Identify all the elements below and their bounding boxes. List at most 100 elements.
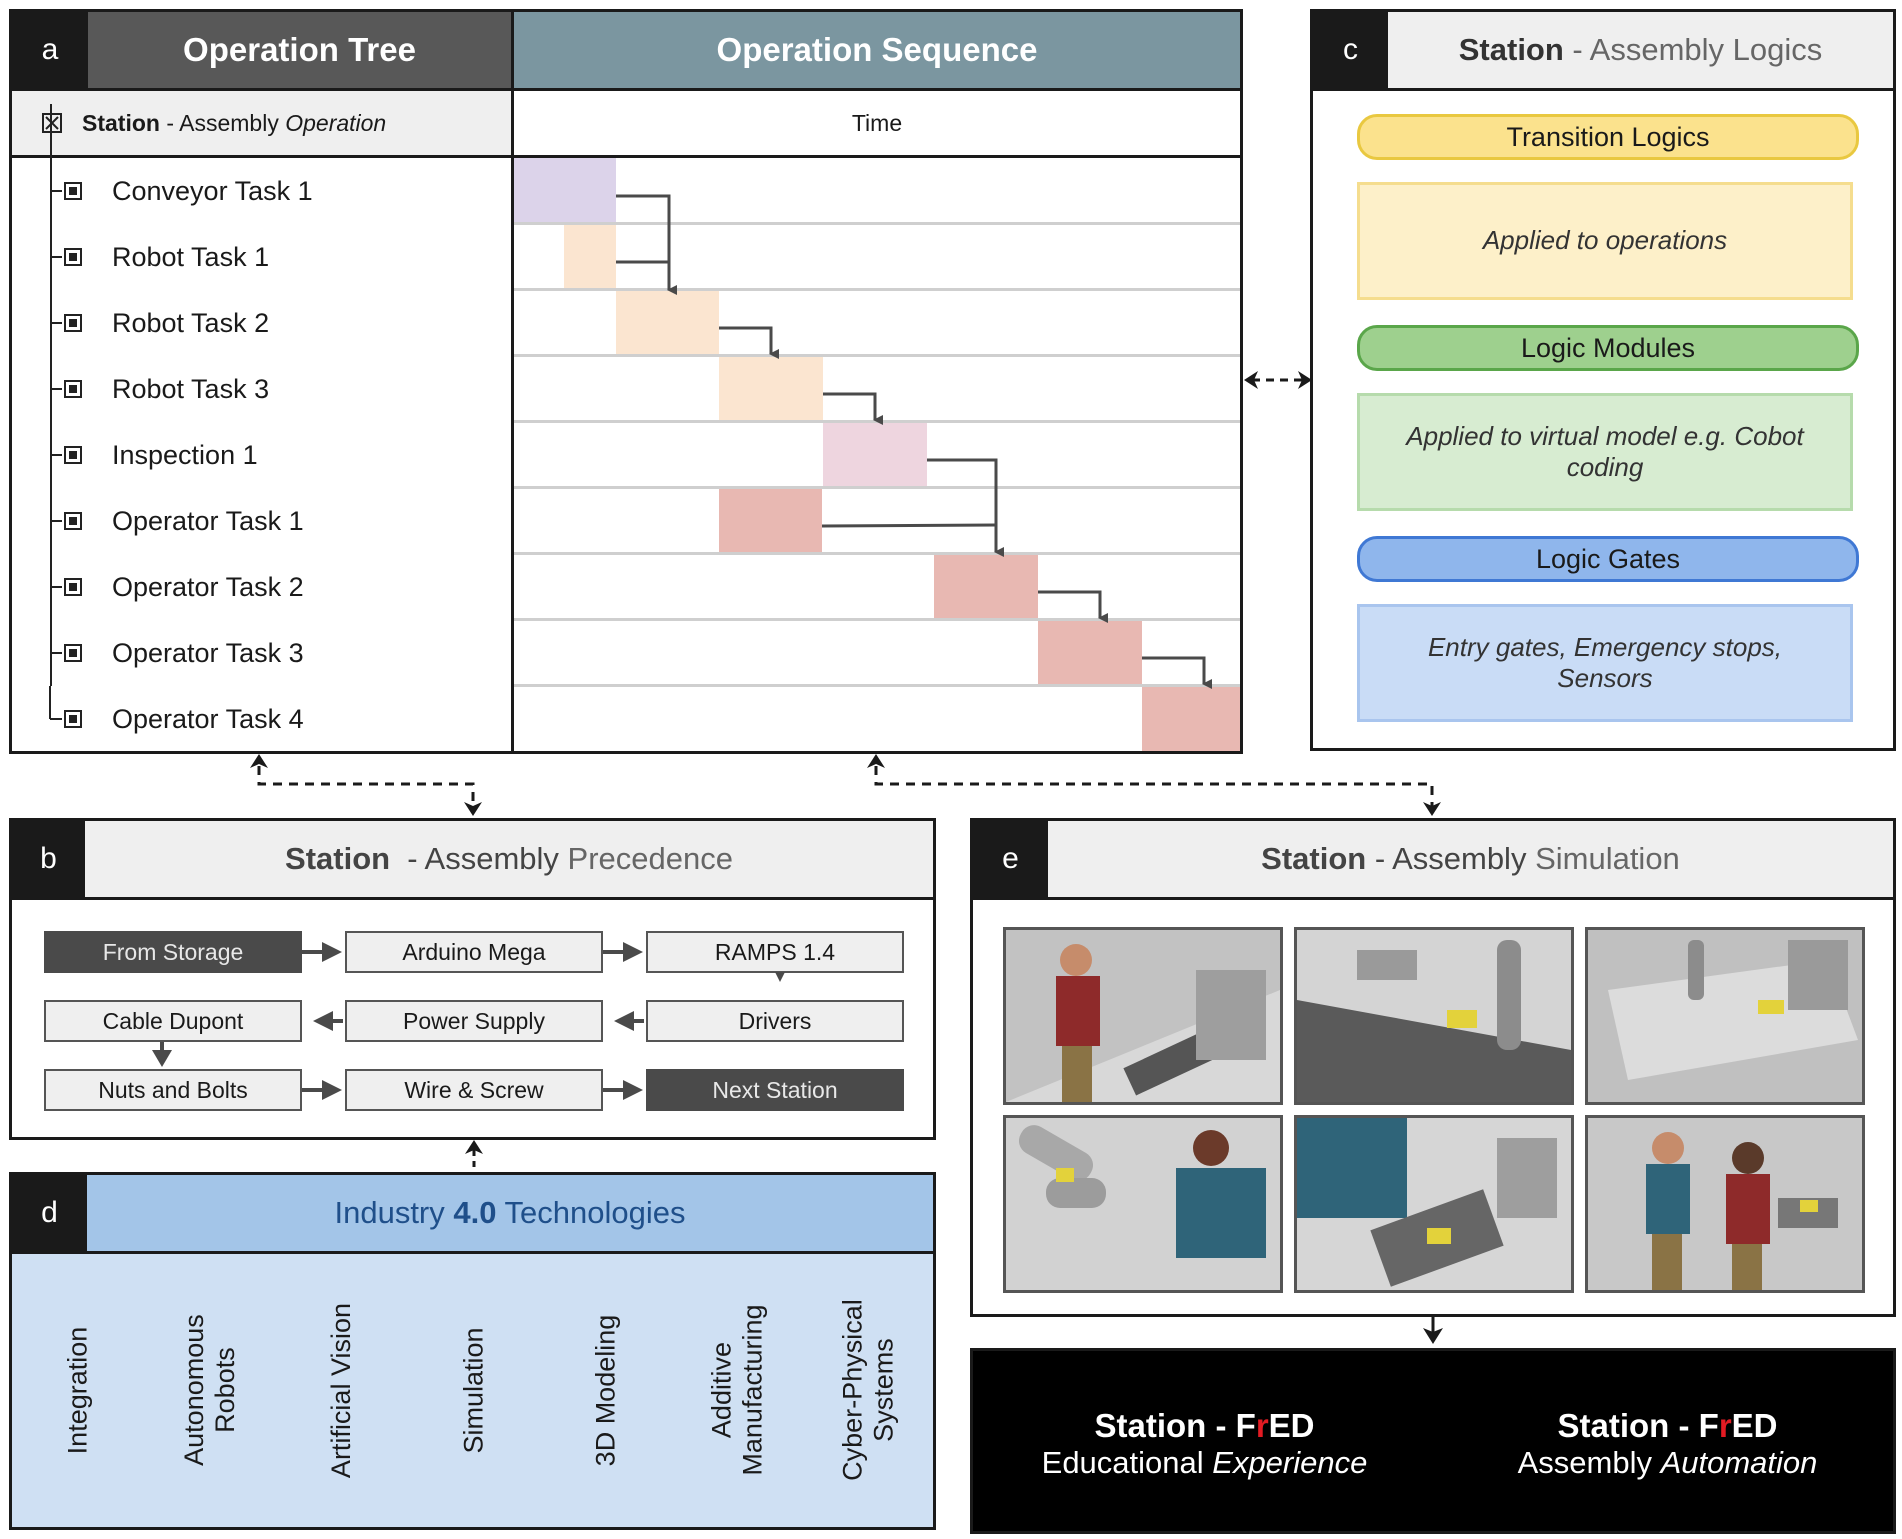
gantt-bars: [514, 158, 1240, 751]
tree-item-label: Robot Task 2: [112, 307, 270, 338]
tree-item[interactable]: Operator Task 1: [12, 488, 304, 554]
tech-label: Simulation: [458, 1327, 489, 1454]
simulation-image-cobot-conveyor: [1294, 927, 1574, 1105]
panel-connectors: [250, 754, 1441, 816]
d-to-b-arrow: [465, 1140, 483, 1174]
tech-artificial-vision: Artificial Vision: [276, 1254, 410, 1527]
panel-e-title-bold: Station: [1261, 841, 1367, 876]
tree-item[interactable]: Robot Task 2: [12, 290, 269, 356]
step-nuts-and-bolts: Nuts and Bolts: [44, 1069, 302, 1111]
tree-item-label: Operator Task 1: [112, 505, 304, 536]
task-checkbox-icon[interactable]: [64, 446, 82, 464]
tree-divider: [12, 155, 1240, 158]
precedence-arrows: [152, 942, 785, 1100]
tree-item[interactable]: Robot Task 3: [12, 356, 269, 422]
step-ramps: RAMPS 1.4: [646, 931, 904, 973]
fred-subtitle-italic: Automation: [1660, 1445, 1818, 1480]
gantt-bar-inspection-1: [823, 423, 927, 486]
logic-modules-label: Logic Modules: [1520, 332, 1696, 363]
tree-root-row: Station - Assembly Operation: [12, 91, 511, 155]
fred-title-accent: r: [1255, 1407, 1269, 1444]
panel-d: d Industry 4.0 Technologies Integration …: [9, 1172, 936, 1530]
gantt-bar-robot-task-1: [564, 225, 616, 288]
tree-item-label: Operator Task 2: [112, 571, 304, 602]
tech-integration: Integration: [12, 1254, 146, 1527]
tech-label: Artificial Vision: [326, 1302, 357, 1479]
tech-label: 3D Modeling: [590, 1314, 621, 1467]
tree-item[interactable]: Operator Task 2: [12, 554, 304, 620]
gantt-bar-operator-task-2: [934, 555, 1038, 618]
panel-d-header-divider: [12, 1251, 933, 1254]
simulation-image-operator-assembly: [1294, 1115, 1574, 1293]
tech-label: Integration: [62, 1326, 93, 1455]
gantt-row-divider: [514, 288, 1240, 291]
panel-e-title-rest: - Assembly: [1366, 841, 1536, 876]
task-checkbox-icon[interactable]: [64, 644, 82, 662]
fred-automation-subtitle: Assembly Automation: [1518, 1445, 1818, 1481]
panel-c-title-bold: Station: [1458, 32, 1564, 67]
panel-b-header: Station - Assembly Precedence: [85, 821, 933, 897]
panel-d-title-pre: Industry: [334, 1195, 454, 1230]
task-checkbox-icon[interactable]: [64, 248, 82, 266]
gantt-bar-operator-task-4: [1142, 687, 1240, 751]
panel-c-header-divider: [1313, 88, 1893, 91]
column-divider: [511, 12, 514, 751]
fred-educational: Station - FrED Educational Experience: [973, 1351, 1436, 1537]
tech-label: Cyber-Physical Systems: [837, 1299, 899, 1482]
fred-subtitle-normal: Assembly: [1517, 1445, 1661, 1480]
task-checkbox-icon[interactable]: [64, 710, 82, 728]
task-checkbox-icon[interactable]: [64, 314, 82, 332]
transition-logics-box: Applied to operations: [1357, 182, 1853, 300]
tree-root-italic: Operation: [285, 109, 387, 136]
task-checkbox-icon[interactable]: [64, 380, 82, 398]
task-checkbox-icon[interactable]: [64, 578, 82, 596]
operation-tree-header: Operation Tree: [88, 12, 511, 88]
panel-a: a Operation Tree Operation Sequence Stat…: [9, 9, 1243, 754]
gantt-row-divider: [514, 552, 1240, 555]
tech-label: Autonomous Robots: [178, 1314, 241, 1467]
fred-title-text: Station - F: [1094, 1407, 1256, 1444]
a-c-bidirectional-arrow: [1244, 371, 1312, 389]
panel-a-letter: a: [12, 12, 88, 88]
gantt-row-divider: [514, 684, 1240, 687]
simulation-image-cobot-operator: [1003, 1115, 1283, 1293]
transition-logics-pill: Transition Logics: [1357, 114, 1859, 160]
panel-d-title-bold: 4.0: [453, 1195, 497, 1230]
fred-outcomes-block: Station - FrED Educational Experience St…: [970, 1348, 1896, 1534]
panel-e-header: Station - Assembly Simulation: [1048, 821, 1893, 897]
panel-b: b Station - Assembly Precedence From Sto…: [9, 818, 936, 1140]
logic-gates-box: Entry gates, Emergency stops, Sensors: [1357, 604, 1853, 722]
panel-e: e Station - Assembly Simulation: [970, 818, 1896, 1317]
gantt-chart: [514, 158, 1240, 751]
tree-root-text: - Assembly: [159, 109, 286, 136]
task-checkbox-icon[interactable]: [64, 182, 82, 200]
gantt-bar-conveyor-task-1: [514, 158, 616, 222]
tree-item[interactable]: Robot Task 1: [12, 224, 269, 290]
step-arduino-mega: Arduino Mega: [345, 931, 603, 973]
panel-d-letter: d: [12, 1175, 87, 1251]
fred-subtitle-italic: Experience: [1212, 1445, 1368, 1480]
tree-collapse-icon[interactable]: [42, 113, 62, 133]
fred-title-text-end: ED: [1268, 1407, 1315, 1444]
tech-3d-modeling: 3D Modeling: [540, 1254, 674, 1527]
tree-item[interactable]: Inspection 1: [12, 422, 258, 488]
operation-sequence-header: Operation Sequence: [514, 12, 1240, 88]
panel-b-title-bold: Station: [285, 841, 391, 876]
panel-e-title-light: Simulation: [1535, 841, 1680, 876]
task-checkbox-icon[interactable]: [64, 512, 82, 530]
fred-educational-subtitle: Educational Experience: [1042, 1445, 1368, 1481]
time-label: Time: [851, 109, 903, 136]
tree-item[interactable]: Operator Task 3: [12, 620, 304, 686]
operation-sequence-title: Operation Sequence: [716, 31, 1038, 68]
step-drivers: Drivers: [646, 1000, 904, 1042]
gantt-bar-robot-task-3: [719, 357, 823, 420]
fred-automation-title: Station - FrED: [1558, 1407, 1778, 1445]
logic-modules-box: Applied to virtual model e.g. Cobot codi…: [1357, 393, 1853, 511]
transition-logics-desc: Applied to operations: [1482, 225, 1728, 256]
panel-b-title-rest: - Assembly: [390, 841, 568, 876]
gantt-row-divider: [514, 486, 1240, 489]
tree-item[interactable]: Conveyor Task 1: [12, 158, 313, 224]
operation-tree-title: Operation Tree: [183, 31, 416, 68]
header-divider: [12, 88, 1240, 91]
tree-item[interactable]: Operator Task 4: [12, 686, 304, 752]
